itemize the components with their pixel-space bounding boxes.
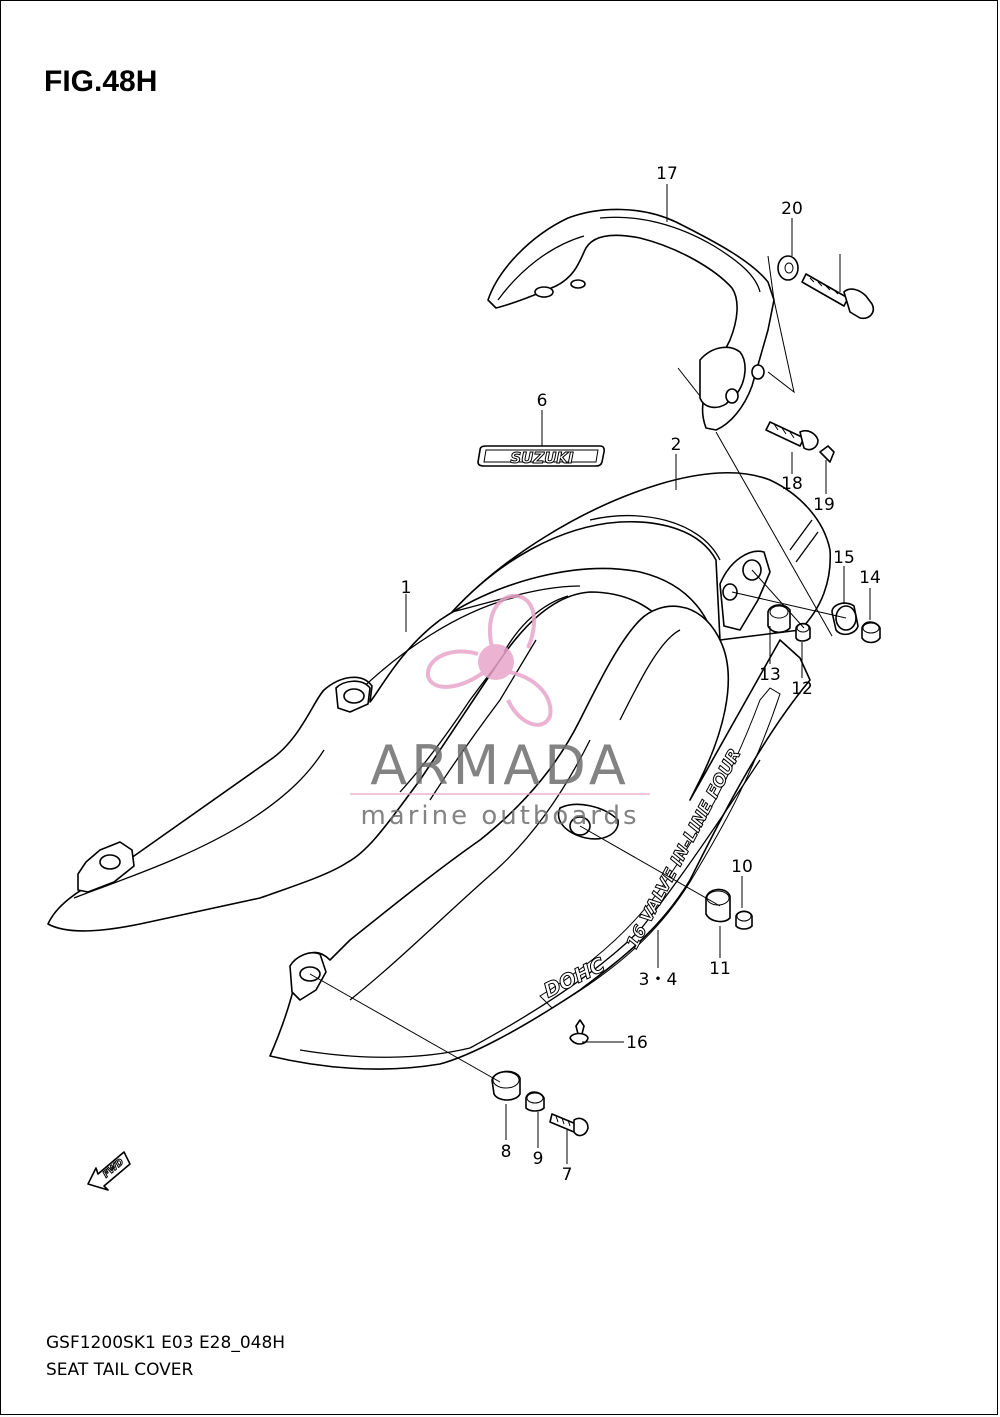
seat-tail-cover: DOHC 16 VALVE IN-LINE FOUR xyxy=(47,472,832,1070)
callout-3-4: 3・4 xyxy=(639,970,678,990)
callout-labels: 17 20 6 2 18 19 1 15 14 13 12 10 11 3・4 … xyxy=(401,164,881,1185)
grommet-12 xyxy=(767,604,791,634)
callout-5: 6 xyxy=(537,391,548,411)
callout-18: 19 xyxy=(813,495,835,515)
callout-8: 9 xyxy=(533,1149,544,1169)
callout-1: 1 xyxy=(401,578,412,598)
figure-code: GSF1200SK1 E03 E28_048H xyxy=(46,1333,285,1353)
fwd-arrow: FWD xyxy=(87,1151,131,1191)
collar-11 xyxy=(795,622,811,642)
callout-13: 14 xyxy=(859,568,881,588)
washer-19 xyxy=(777,255,799,281)
callout-12: 13 xyxy=(759,665,781,685)
grommet-7 xyxy=(491,1070,521,1101)
leader-lines xyxy=(309,184,871,1164)
callout-15: 16 xyxy=(626,1033,648,1053)
nut-18 xyxy=(819,445,835,463)
callout-9: 10 xyxy=(731,857,753,877)
figure-name: SEAT TAIL COVER xyxy=(46,1360,194,1380)
watermark: ARMADA marine outboards xyxy=(350,593,650,831)
callout-19: 20 xyxy=(781,199,803,219)
bolt-17 xyxy=(765,421,819,451)
collar-13 xyxy=(861,621,881,644)
watermark-brand: ARMADA xyxy=(370,734,630,797)
suzuki-emblem: SUZUKI xyxy=(477,445,605,468)
callout-17: 18 xyxy=(781,474,803,494)
grab-rail xyxy=(487,208,795,431)
propeller-hub xyxy=(478,644,514,680)
callout-7: 8 xyxy=(501,1142,512,1162)
grommet-14 xyxy=(831,602,859,636)
callout-11: 12 xyxy=(791,679,813,699)
callout-10: 11 xyxy=(709,959,731,979)
bolt-6 xyxy=(549,1113,589,1137)
callout-14: 15 xyxy=(833,548,855,568)
emblem-text: SUZUKI xyxy=(510,449,574,467)
watermark-tagline: marine outboards xyxy=(360,801,639,831)
bolt-20 xyxy=(801,273,875,320)
collar-8 xyxy=(525,1091,545,1112)
clip-15 xyxy=(569,1019,589,1045)
callout-6: 7 xyxy=(562,1165,573,1185)
figure-title: FIG.48H xyxy=(44,65,157,98)
collar-9 xyxy=(735,910,753,930)
propeller-icon xyxy=(425,593,553,727)
callout-2: 2 xyxy=(671,435,682,455)
grommet-10 xyxy=(705,888,731,923)
callout-16: 17 xyxy=(656,164,678,184)
